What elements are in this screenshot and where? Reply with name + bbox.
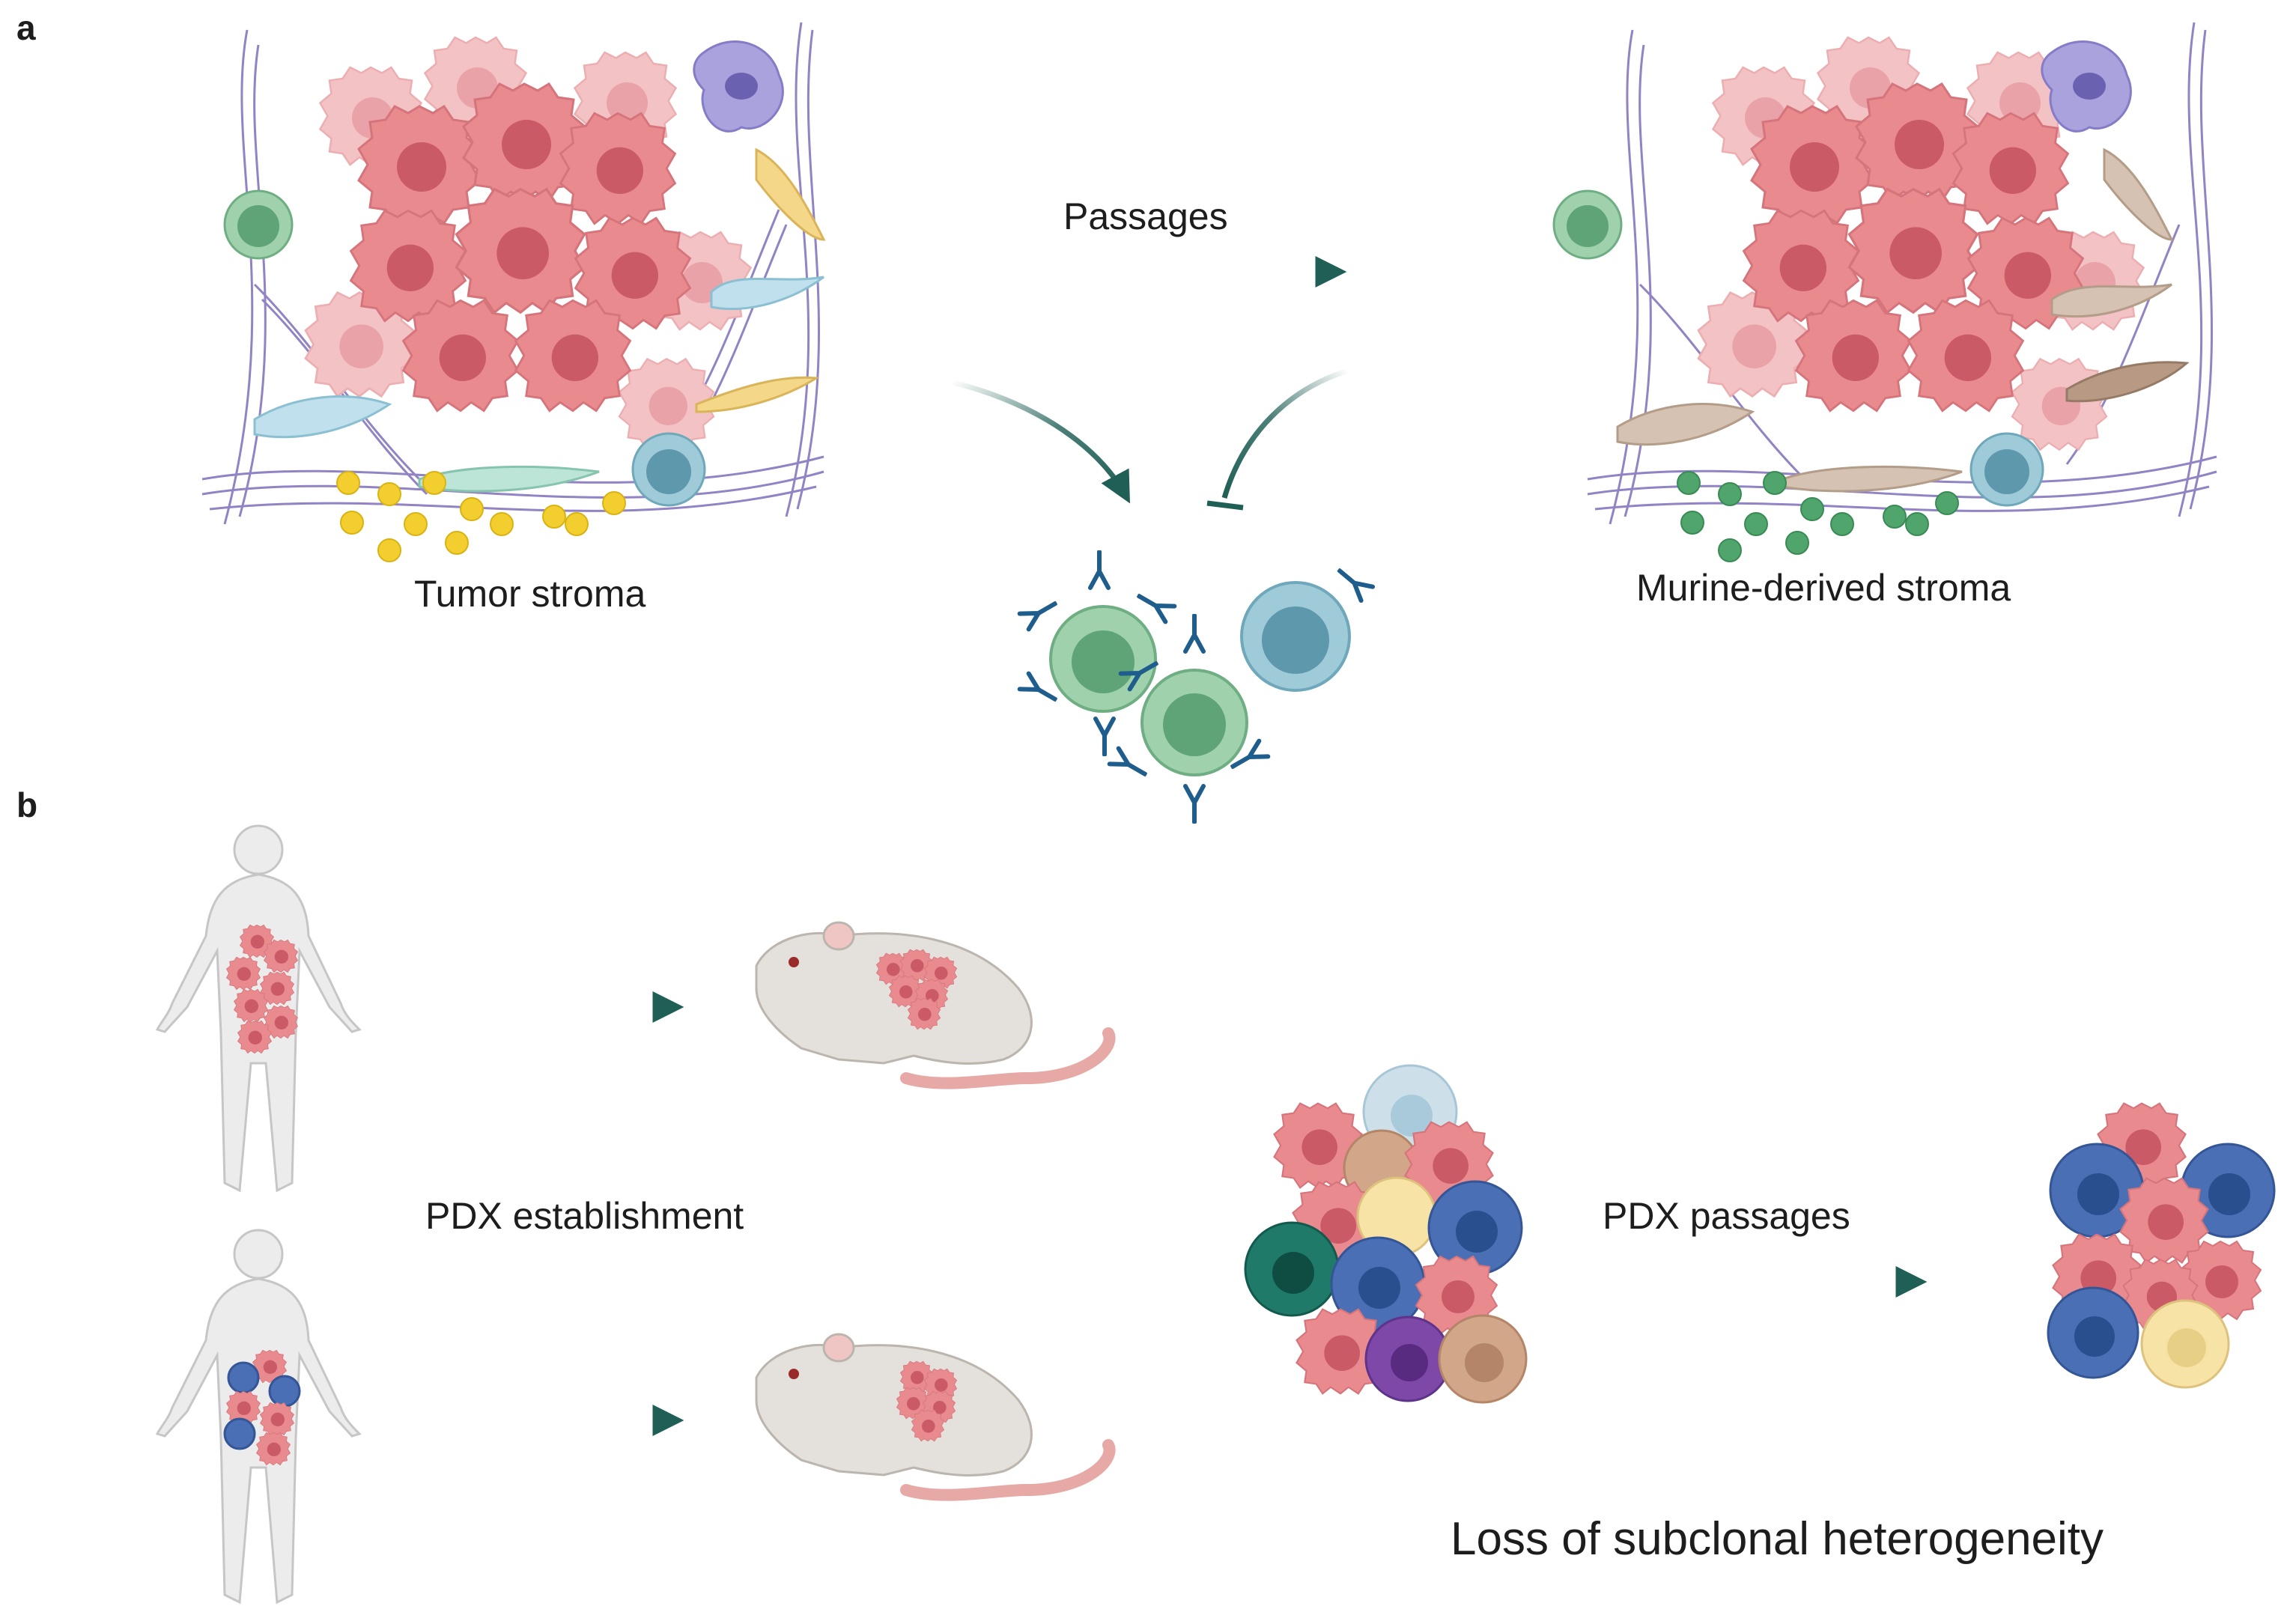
heterogeneous-tumor-cluster xyxy=(1244,1064,1528,1404)
green-factor-dots xyxy=(1677,471,1959,562)
panel-a xyxy=(201,22,2217,822)
inhibiting-curve-arrow xyxy=(1206,368,1349,511)
fibroblast-icon xyxy=(1616,148,2190,493)
b-cell-icon xyxy=(1969,432,2044,507)
yellow-factor-dots xyxy=(336,471,626,562)
immune-cell-cluster xyxy=(1020,552,1373,822)
b-cell-icon xyxy=(1240,581,1351,692)
tumor-stroma-illustration xyxy=(201,22,826,562)
subclone-cell-icon xyxy=(2047,1102,2276,1389)
b-cell-icon xyxy=(631,432,706,507)
tumor-stroma-label: Tumor stroma xyxy=(414,573,646,615)
macrophage-icon xyxy=(693,40,784,133)
subclone-cluster xyxy=(223,1349,301,1466)
passages-label: Passages xyxy=(1063,195,1228,237)
panel-b xyxy=(155,824,2276,1605)
activating-curve-arrow xyxy=(950,379,1130,504)
subclone-cell-icon xyxy=(1244,1064,1528,1404)
panel-b-letter: b xyxy=(16,785,38,824)
pdx-establishment-label: PDX establishment xyxy=(425,1195,744,1237)
murine-stroma-illustration xyxy=(1552,22,2217,562)
conclusion-label: Loss of subclonal heterogeneity xyxy=(1451,1513,2104,1565)
panel-a-letter: a xyxy=(16,8,36,47)
murine-stroma-label: Murine-derived stroma xyxy=(1636,567,2011,609)
t-cell-icon xyxy=(223,189,294,260)
t-cell-icon xyxy=(1049,605,1248,776)
macrophage-icon xyxy=(2041,40,2132,133)
pdx-passages-label: PDX passages xyxy=(1603,1195,1850,1237)
reduced-tumor-cluster xyxy=(2047,1102,2276,1389)
mouse-icon xyxy=(755,1333,1116,1501)
fibroblast-icon xyxy=(253,148,826,493)
t-cell-icon xyxy=(1552,189,1623,260)
mouse-icon xyxy=(755,921,1116,1089)
human-body-icon xyxy=(155,1229,362,1605)
tumor-cluster-icon xyxy=(304,36,752,451)
